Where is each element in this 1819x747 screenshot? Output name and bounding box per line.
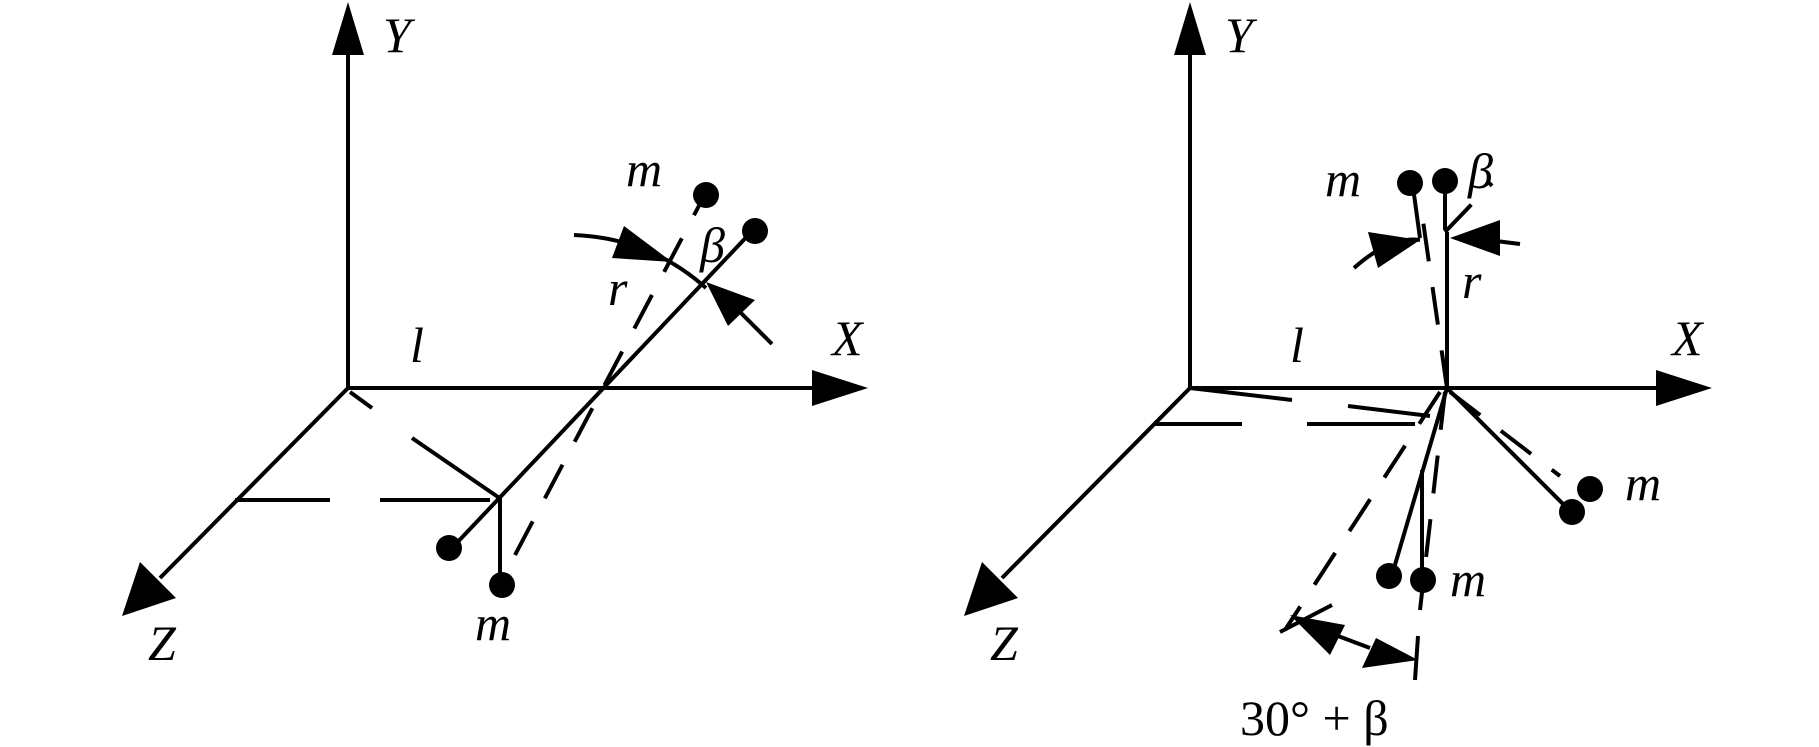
left-proj-dash-2 <box>410 436 500 499</box>
left-length-label: l <box>410 317 424 373</box>
right-z-label: Z <box>990 615 1019 671</box>
right-mass-dot-6 <box>1410 567 1436 593</box>
right-mass-top-label: m <box>1325 151 1361 207</box>
right-length-label: l <box>1290 317 1304 373</box>
right-rod-right <box>1445 386 1572 513</box>
right-angle-tick <box>1413 635 1420 681</box>
right-angle-arrowhead-2 <box>1362 638 1418 668</box>
left-y-arrowhead <box>332 2 364 55</box>
right-proj-dash-2 <box>1347 404 1431 418</box>
left-mass-dot-2 <box>489 572 515 598</box>
left-angle-arrowhead-1 <box>612 226 672 262</box>
right-radius-label: r <box>1462 253 1482 309</box>
left-deflected-rod <box>513 199 704 556</box>
right-x-arrowhead <box>1656 370 1712 406</box>
right-rod-bottom-left-dashed <box>1283 390 1442 632</box>
right-rod-right-deflected <box>1448 390 1562 478</box>
right-rod-top-deflected <box>1418 199 1449 389</box>
right-rod-bottom-deflected <box>1418 391 1447 611</box>
left-mass-dot-3 <box>693 182 719 208</box>
left-mass-bottom-label: m <box>475 595 511 651</box>
right-mass-dot-2 <box>1432 168 1458 194</box>
right-angle-label: β <box>1467 143 1493 199</box>
right-rod-bottom <box>1390 387 1449 576</box>
left-x-label: X <box>830 310 865 366</box>
right-x-label: X <box>1670 310 1705 366</box>
right-proj-dash-1 <box>1189 386 1293 402</box>
left-mass-dot-4 <box>742 218 768 244</box>
left-angle-arrowhead-2 <box>706 282 755 326</box>
right-mass-dot-3 <box>1577 476 1603 502</box>
left-rotor-rod <box>450 226 757 550</box>
left-z-arrowhead <box>122 562 176 616</box>
right-angle-arrowhead-1 <box>1290 615 1345 655</box>
right-mass-dot-5 <box>1376 563 1402 589</box>
right-y-label: Y <box>1225 7 1258 63</box>
right-mass-right-label: m <box>1625 455 1661 511</box>
left-z-label: Z <box>148 615 177 671</box>
left-proj-dash-1 <box>348 390 374 410</box>
right-mass-dot-4 <box>1559 499 1585 525</box>
left-z-axis <box>158 386 350 580</box>
left-radius-label: r <box>608 260 628 316</box>
right-mass-dot-1 <box>1397 170 1423 196</box>
right-panel: Y X Z l r β m m m 30° + β <box>964 2 1712 746</box>
left-y-label: Y <box>383 7 416 63</box>
right-mass-bottom-label: m <box>1450 551 1486 607</box>
right-angle-expression: 30° + β <box>1240 690 1389 746</box>
left-panel: Y X Z l r β m m <box>122 2 868 671</box>
left-mass-dot-1 <box>436 535 462 561</box>
right-top-dashed <box>1443 181 1494 234</box>
right-top-arrowhead-2 <box>1450 220 1500 256</box>
left-x-arrowhead <box>812 370 868 406</box>
right-top-arrowhead-1 <box>1368 232 1420 268</box>
right-z-arrowhead <box>964 562 1018 616</box>
left-angle-label: β <box>699 217 725 273</box>
left-mass-top-label: m <box>626 141 662 197</box>
right-z-axis <box>1000 386 1192 580</box>
right-y-arrowhead <box>1174 2 1206 55</box>
